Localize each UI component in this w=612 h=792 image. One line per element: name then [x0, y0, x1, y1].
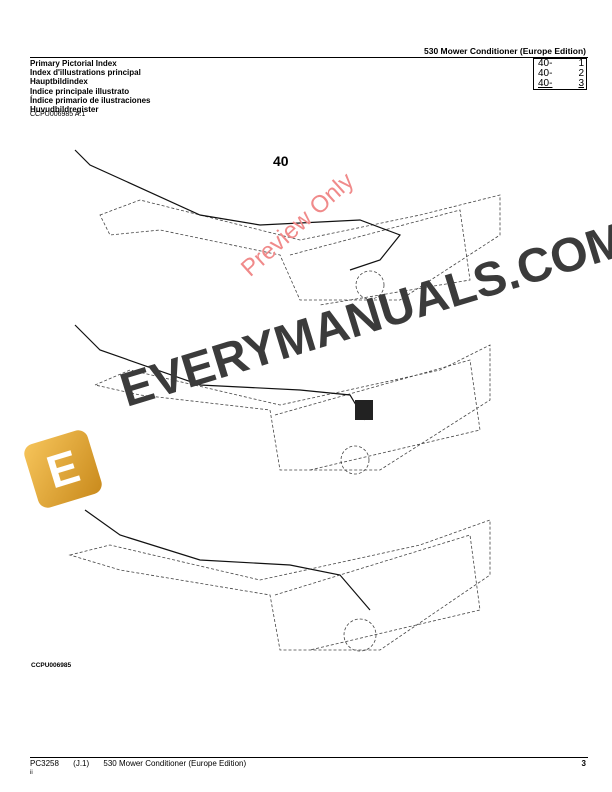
title-de: Hauptbildindex: [30, 77, 88, 87]
index-page: 3: [578, 78, 584, 89]
index-titles: Primary Pictorial Index Index d'illustra…: [30, 59, 150, 114]
index-row[interactable]: 40- 1: [534, 59, 586, 69]
page-number: 3: [581, 759, 586, 768]
title-en: Primary Pictorial Index: [30, 59, 117, 68]
index-row[interactable]: 40- 3: [534, 79, 586, 89]
title-es: Índice primario de ilustraciones: [30, 95, 151, 105]
figure-reference-top: CCPU006985 A.1: [30, 111, 86, 118]
index-box: 40- 1 40- 2 40- 3: [533, 58, 587, 90]
footer-sub: ii: [30, 770, 33, 776]
title-fr: Index d'illustrations principal: [30, 68, 141, 78]
index-section: 40-: [538, 58, 553, 69]
logo-letter: E: [40, 439, 86, 499]
index-row[interactable]: 40- 2: [534, 69, 586, 79]
footer-revision: (J.1): [73, 759, 90, 768]
figure-number: 40: [273, 153, 289, 169]
index-section: 40-: [538, 78, 553, 89]
index-page: 2: [578, 68, 584, 79]
index-page: 1: [578, 58, 584, 69]
footer-rule: [30, 757, 588, 758]
index-section: 40-: [538, 68, 553, 79]
title-sv: Huvudbildregister: [30, 105, 99, 115]
footer-code: PC3258: [30, 759, 59, 768]
title-it: Indice principale illustrato: [30, 86, 130, 96]
header-title: 530 Mower Conditioner (Europe Edition): [424, 46, 586, 56]
mower-drawing-2: [74, 324, 491, 475]
footer-title: 530 Mower Conditioner (Europe Edition): [103, 759, 247, 768]
mower-drawing-1: [74, 149, 501, 306]
header-rule: [30, 57, 588, 58]
figure-reference-bottom: CCPU006985: [31, 662, 72, 669]
mower-drawing-3: [68, 509, 491, 652]
footer: PC3258 (J.1) 530 Mower Conditioner (Euro…: [30, 759, 258, 768]
